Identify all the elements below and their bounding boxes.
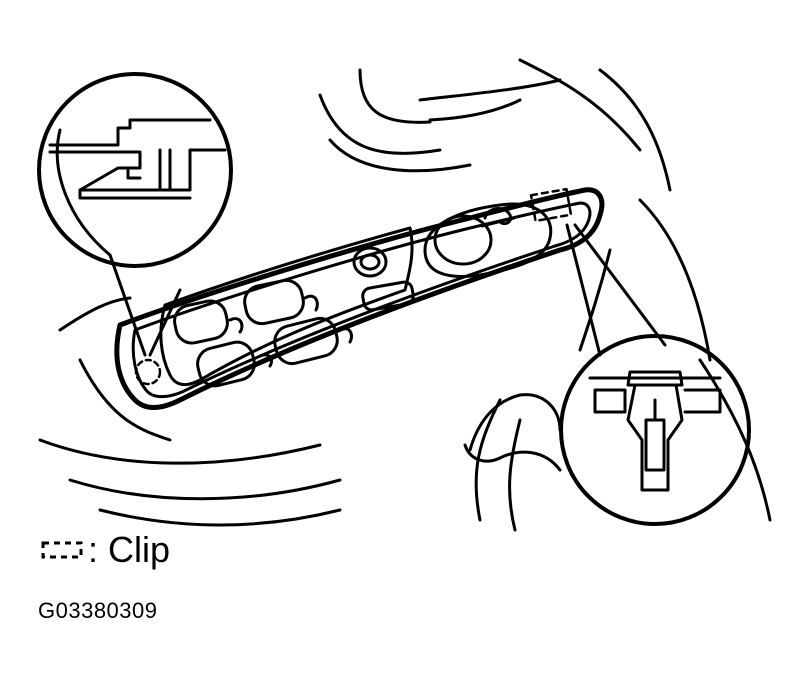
left-clip-callout <box>37 72 233 357</box>
window-switch-front-right <box>243 278 305 326</box>
window-switch-rear-right <box>273 316 339 366</box>
switch-recess <box>159 226 414 387</box>
window-switches <box>173 278 354 388</box>
legend: : Clip <box>40 530 170 570</box>
window-switch-rear-left <box>196 340 256 388</box>
door-handle <box>463 393 562 472</box>
switch-panel-inner-outline <box>131 201 592 399</box>
clip-location-marker-left <box>134 358 162 386</box>
right-clip-callout <box>559 223 751 526</box>
figure-code: G03380309 <box>38 598 158 623</box>
clip-location-marker-right <box>529 187 573 223</box>
dashed-rectangle-icon <box>41 541 83 559</box>
legend-label: : Clip <box>88 529 171 570</box>
mirror-control-bezel <box>423 202 553 278</box>
lock-buttons <box>352 246 415 312</box>
lock-button <box>352 246 388 278</box>
switch-panel-outline <box>114 187 605 410</box>
mirror-control <box>423 202 553 278</box>
door-trim-lines <box>38 58 772 532</box>
mirror-control-knob <box>433 214 493 266</box>
mirror-selector-icon <box>480 207 516 228</box>
window-lock-button <box>361 280 415 312</box>
window-switch-front-left <box>173 299 229 345</box>
